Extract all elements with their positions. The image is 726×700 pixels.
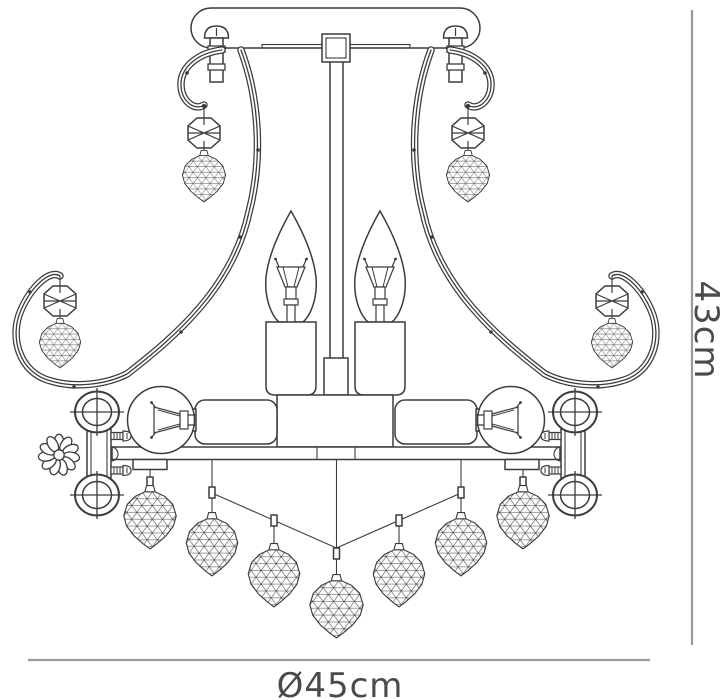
pendant-crystal-1 [123,485,177,550]
side-globe-right [475,385,546,455]
end-bracket-left [69,387,132,520]
pendant-crystal-4 [309,573,364,639]
hook-crystal-left [181,105,227,203]
curl-crystal-left [38,275,82,369]
hook-crystal-right [445,105,491,203]
socket-box-left [194,399,278,445]
center-block [276,394,394,448]
side-globe-left [126,385,197,455]
curl-crystal-right [590,275,634,369]
height-dimension: 43cm [686,10,726,645]
socket-box-right [394,399,478,445]
body-assembly [111,394,561,471]
candle-bulb-right [353,210,407,396]
scroll-arm-right [410,46,660,389]
flower-ornament [37,433,81,477]
pendant-crystal-6 [434,511,488,577]
center-stem [321,33,351,396]
end-bracket-right [540,387,603,520]
pendant-crystal-5 [372,542,426,608]
scroll-arm-left [12,46,262,389]
pendant-crystal-7 [496,485,550,550]
diameter-dimension-label: Ø45cm [277,666,404,700]
ceiling-canopy [190,7,481,49]
height-dimension-label: 43cm [686,280,726,379]
diameter-dimension: Ø45cm [28,658,650,700]
pendant-wires [146,458,527,578]
pendant-crystal-2 [185,511,239,577]
pendant-crystal-3 [247,542,301,608]
candle-bulb-left [264,210,318,396]
